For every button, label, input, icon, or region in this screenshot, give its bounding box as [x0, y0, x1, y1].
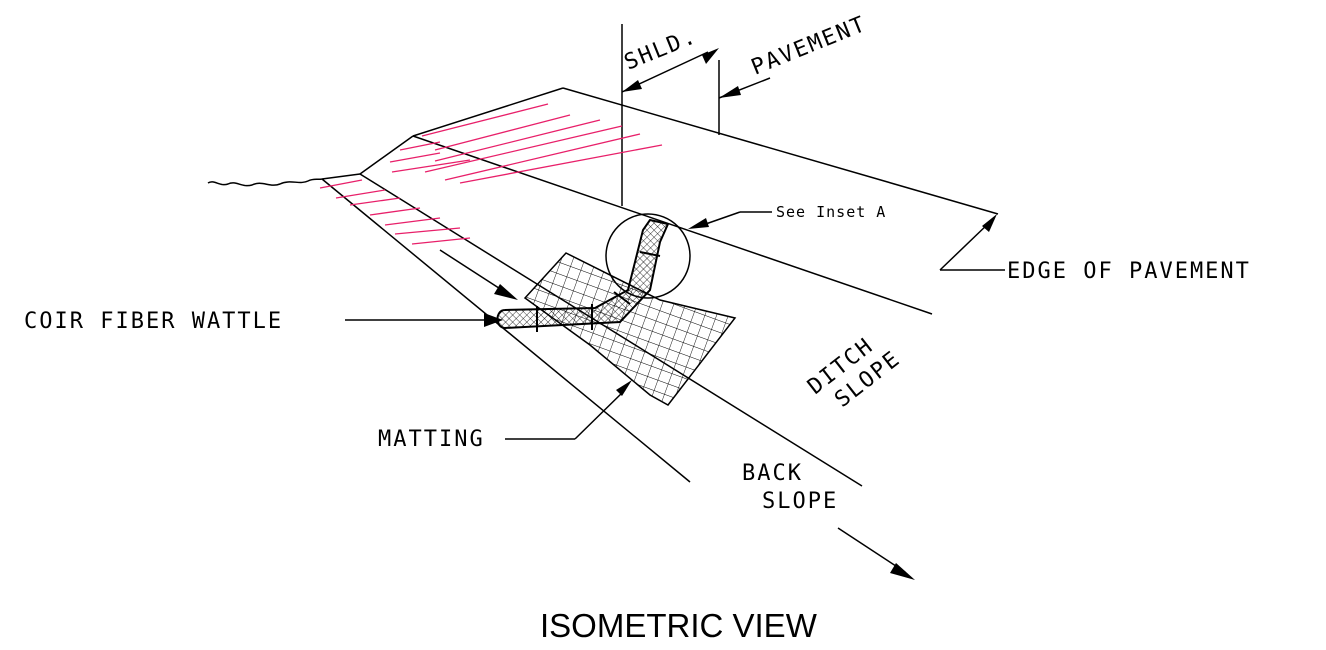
matting-label: MATTING — [378, 427, 485, 452]
page-title: ISOMETRIC VIEW — [540, 607, 818, 644]
inset-circle — [605, 213, 691, 299]
back-slope-label-line1: BACK — [742, 461, 803, 486]
shoulder-label: SHLD. — [621, 24, 701, 76]
inset-label: See Inset A — [776, 203, 886, 221]
grass-hatching — [319, 103, 663, 245]
coir-fiber-wattle — [496, 218, 670, 332]
leaders — [345, 48, 1005, 580]
coir-fiber-wattle-label: COIR FIBER WATTLE — [24, 309, 283, 334]
matting — [523, 252, 737, 406]
back-slope-label-line2: SLOPE — [762, 489, 838, 514]
pavement-label: PAVEMENT — [748, 12, 870, 81]
natural-ground-line — [207, 178, 323, 187]
edge-of-pavement-label: EDGE OF PAVEMENT — [1007, 259, 1251, 284]
